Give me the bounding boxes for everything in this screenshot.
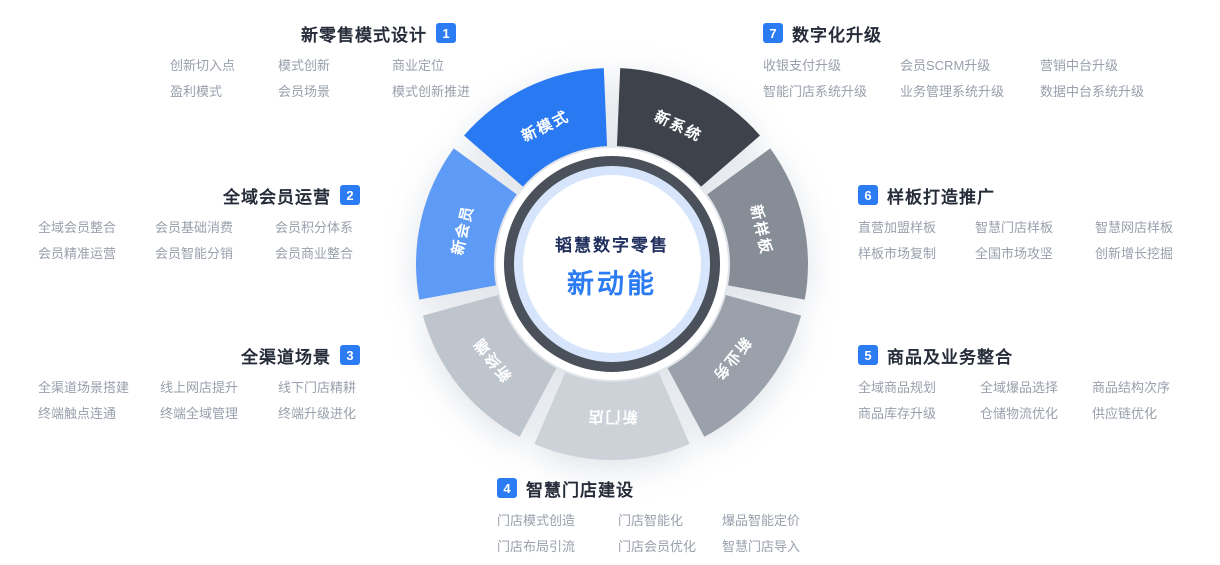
section-2-item: 会员精准运营 (38, 246, 117, 261)
section-4-number-badge: 4 (497, 478, 517, 498)
section-omnichannel-scene: 全渠道场景 3 全渠道场景搭建 线上网店提升 线下门店精耕 终端触点连通 终端全… (38, 344, 360, 422)
section-1-item: 会员场景 (278, 84, 331, 99)
section-2-number-badge: 2 (340, 185, 360, 205)
section-2-item: 全域会员整合 (38, 220, 117, 235)
section-3-item: 线下门店精耕 (278, 380, 357, 395)
section-6-item: 直营加盟样板 (858, 220, 937, 235)
section-1-item: 创新切入点 (170, 58, 236, 73)
section-2-item: 会员智能分销 (155, 246, 234, 261)
section-3-item: 终端全域管理 (160, 406, 239, 421)
section-5-item: 全域爆品选择 (980, 380, 1059, 395)
wheel-segment-2 (707, 148, 808, 300)
section-6-item: 智慧网店样板 (1095, 220, 1174, 235)
section-5-items: 全域商品规划 全域爆品选择 商品结构次序 商品库存升级 仓储物流优化 供应链优化 (858, 379, 1188, 422)
section-4-title: 智慧门店建设 (526, 480, 634, 500)
section-goods-business-integration: 5 商品及业务整合 全域商品规划 全域爆品选择 商品结构次序 商品库存升级 仓储… (858, 344, 1188, 422)
section-3-item: 终端升级进化 (278, 406, 357, 421)
section-7-item: 数据中台系统升级 (1040, 84, 1145, 99)
section-6-title-row: 6 样板打造推广 (858, 184, 1188, 207)
section-4-item: 门店模式创造 (497, 513, 576, 528)
section-7-item: 收银支付升级 (763, 58, 842, 73)
section-3-title-row: 全渠道场景 3 (38, 344, 360, 367)
section-7-item: 智能门店系统升级 (763, 84, 868, 99)
section-2-item: 会员积分体系 (275, 220, 354, 235)
section-2-title: 全域会员运营 (223, 187, 331, 207)
section-6-item: 全国市场攻坚 (975, 246, 1054, 261)
section-5-title-row: 5 商品及业务整合 (858, 344, 1188, 367)
wheel-segment-5 (422, 295, 557, 437)
section-4-item: 爆品智能定价 (722, 513, 801, 528)
wheel-segment-7 (464, 68, 608, 187)
section-3-item: 终端触点连通 (38, 406, 117, 421)
section-6-item: 样板市场复制 (858, 246, 937, 261)
section-3-items: 全渠道场景搭建 线上网店提升 线下门店精耕 终端触点连通 终端全域管理 终端升级… (38, 379, 360, 422)
section-1-number-badge: 1 (436, 23, 456, 43)
section-1-items: 创新切入点 模式创新 商业定位 盈利模式 会员场景 模式创新推进 (170, 57, 470, 100)
section-7-items: 收银支付升级 会员SCRM升级 营销中台升级 智能门店系统升级 业务管理系统升级… (763, 57, 1173, 100)
section-7-number-badge: 7 (763, 23, 783, 43)
section-6-number-badge: 6 (858, 185, 878, 205)
section-new-retail-model-design: 新零售模式设计 1 创新切入点 模式创新 商业定位 盈利模式 会员场景 模式创新… (170, 22, 470, 100)
section-5-item: 供应链优化 (1092, 406, 1158, 421)
section-member-operation: 全域会员运营 2 全域会员整合 会员基础消费 会员积分体系 会员精准运营 会员智… (38, 184, 360, 262)
section-7-title: 数字化升级 (792, 25, 882, 45)
section-digital-upgrade: 7 数字化升级 收银支付升级 会员SCRM升级 营销中台升级 智能门店系统升级 … (763, 22, 1173, 100)
section-1-item: 盈利模式 (170, 84, 223, 99)
section-1-item: 模式创新推进 (392, 84, 471, 99)
section-1-title-row: 新零售模式设计 1 (170, 22, 456, 45)
section-7-item: 营销中台升级 (1040, 58, 1119, 73)
section-smart-store-construction: 4 智慧门店建设 门店模式创造 门店智能化 爆品智能定价 门店布局引流 门店会员… (497, 477, 837, 555)
section-3-item: 全渠道场景搭建 (38, 380, 130, 395)
strategy-wheel-container: 新系统新样板新业务新门店新终端新会员新模式 (392, 44, 832, 484)
wheel-segment-4 (534, 372, 690, 461)
section-3-item: 线上网店提升 (160, 380, 239, 395)
section-4-item: 门店智能化 (618, 513, 684, 528)
center-disc (523, 175, 701, 353)
section-1-item: 模式创新 (278, 58, 331, 73)
wheel-segment-label-4: 新门店 (586, 408, 637, 426)
section-7-title-row: 7 数字化升级 (763, 22, 1173, 45)
section-5-item: 全域商品规划 (858, 380, 937, 395)
section-3-number-badge: 3 (340, 345, 360, 365)
section-5-item: 商品结构次序 (1092, 380, 1171, 395)
section-2-items: 全域会员整合 会员基础消费 会员积分体系 会员精准运营 会员智能分销 会员商业整… (38, 219, 360, 262)
section-2-item: 会员商业整合 (275, 246, 354, 261)
section-4-title-row: 4 智慧门店建设 (497, 477, 837, 500)
wheel-segment-6 (416, 148, 517, 300)
section-2-item: 会员基础消费 (155, 220, 234, 235)
section-5-item: 商品库存升级 (858, 406, 937, 421)
section-5-number-badge: 5 (858, 345, 878, 365)
section-1-item: 商业定位 (392, 58, 445, 73)
section-1-title: 新零售模式设计 (301, 25, 427, 45)
section-4-items: 门店模式创造 门店智能化 爆品智能定价 门店布局引流 门店会员优化 智慧门店导入 (497, 512, 837, 555)
section-3-title: 全渠道场景 (241, 347, 331, 367)
section-sample-promotion: 6 样板打造推广 直营加盟样板 智慧门店样板 智慧网店样板 样板市场复制 全国市… (858, 184, 1188, 262)
section-5-title: 商品及业务整合 (887, 347, 1013, 367)
section-5-item: 仓储物流优化 (980, 406, 1059, 421)
wheel-segment-1 (616, 68, 760, 187)
section-4-item: 门店布局引流 (497, 539, 576, 554)
section-4-item: 门店会员优化 (618, 539, 697, 554)
wheel-segment-3 (667, 295, 802, 437)
section-6-item: 创新增长挖掘 (1095, 246, 1174, 261)
section-7-item: 业务管理系统升级 (900, 84, 1005, 99)
section-7-item: 会员SCRM升级 (900, 58, 991, 73)
section-6-items: 直营加盟样板 智慧门店样板 智慧网店样板 样板市场复制 全国市场攻坚 创新增长挖… (858, 219, 1188, 262)
section-4-item: 智慧门店导入 (722, 539, 801, 554)
section-6-item: 智慧门店样板 (975, 220, 1054, 235)
section-2-title-row: 全域会员运营 2 (38, 184, 360, 207)
section-6-title: 样板打造推广 (887, 187, 995, 207)
